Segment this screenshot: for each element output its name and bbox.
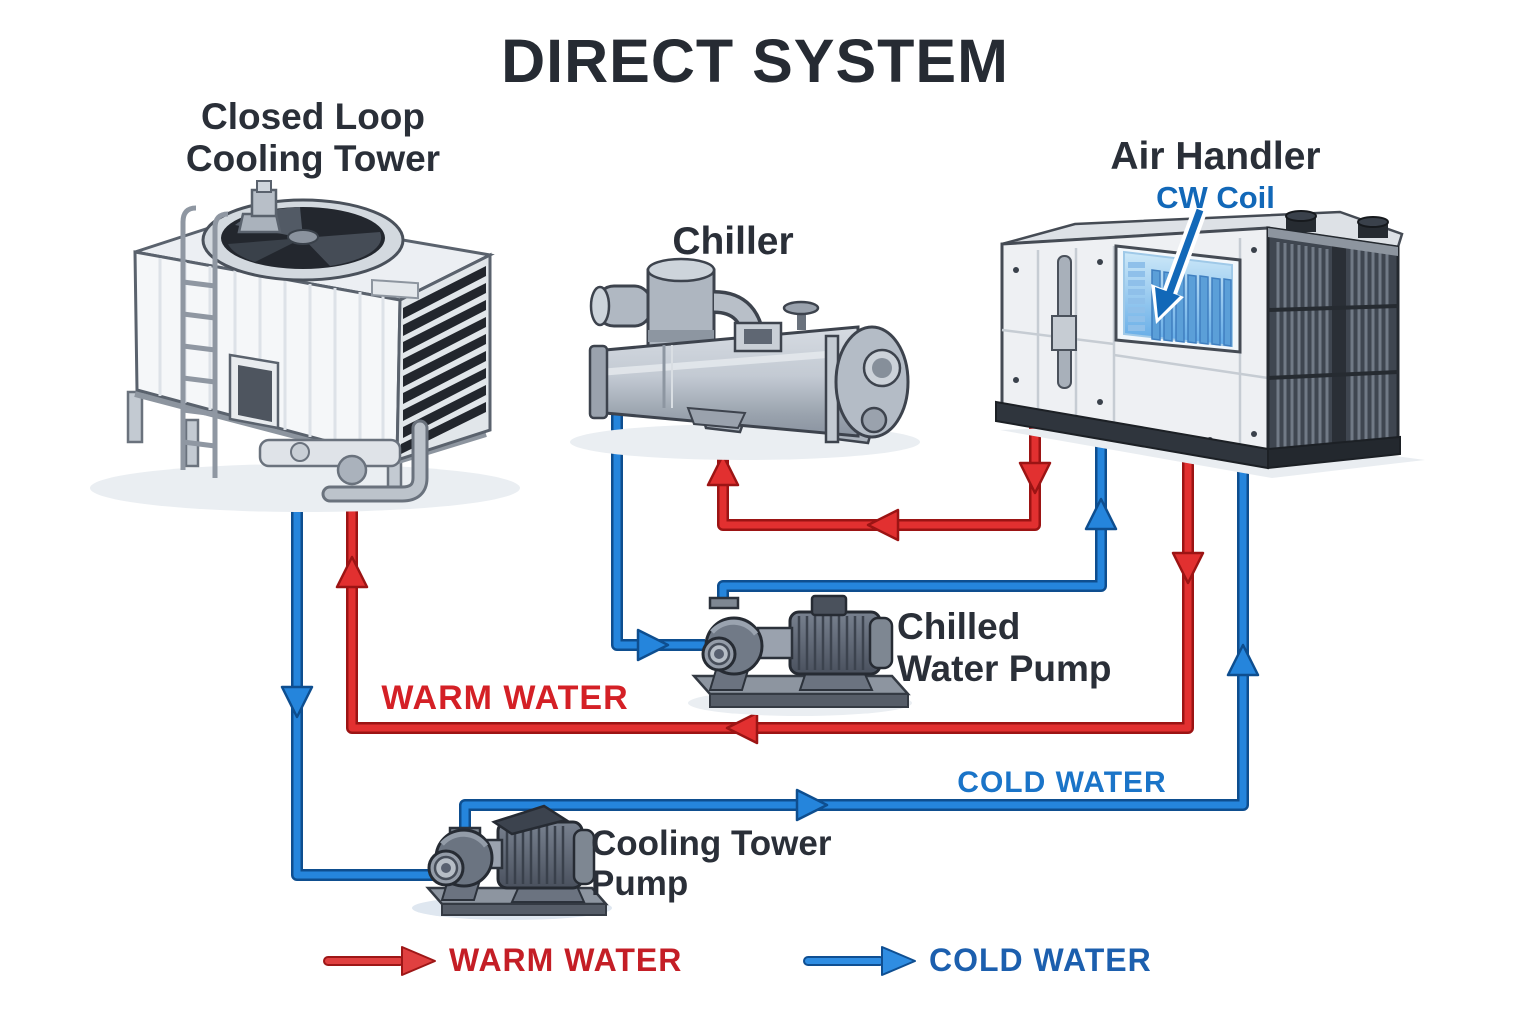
chiller-illustration [570,257,920,460]
tower-manifold [258,419,429,503]
chiller-control-panel [733,321,783,353]
flow-arrow-right-icon [636,628,670,662]
legend-cold-water: COLD WATER [801,942,1152,979]
chilled-water-pump-label: Chilled Water Pump [897,606,1111,690]
chiller-valve [782,300,820,330]
tower-access-door [228,353,280,430]
flow-arrow-down-icon [1171,551,1205,585]
chilled-water-pump-illustration [688,594,912,716]
tower-ladder [180,205,229,478]
air-handler-label: Air Handler [1110,135,1321,178]
chilled-water-pump-label-line2: Water Pump [897,648,1112,689]
flow-arrow-down-icon [1018,461,1052,495]
flow-arrow-up-icon [1226,643,1260,677]
legend-warm-water-label: WARM WATER [449,942,683,978]
air-handler-grille [1266,226,1400,454]
warm-pipe-air-handler-to-chiller [706,415,1052,542]
pump-motor [491,804,596,890]
legend-warm-water: WARM WATER [321,942,682,979]
cold-pipe-tower-to-pump [280,440,440,881]
pump-volute [701,596,764,676]
cooling-tower-pump-label-line2: Pump [591,864,689,903]
page-title: DIRECT SYSTEM [501,27,1009,95]
flow-arrow-right-icon [795,788,829,822]
cooling-tower-pump-illustration [412,804,612,920]
tower-fan-motor [237,180,282,234]
cw-coil-pointer-arrow [1151,207,1208,324]
flow-arrow-up-icon [335,555,369,589]
cooling-tower-label-line2: Cooling Tower [185,138,441,179]
chiller-motor [589,257,766,354]
cold-pipe-pump-to-air-handler [717,430,1118,606]
cooling-tower-label-line1: Closed Loop [200,96,426,137]
pump-volute [427,826,494,888]
flow-arrow-up-icon [706,453,740,487]
warm-pipe-air-handler-to-tower [335,446,1205,745]
flow-arrow-left-icon [866,508,900,542]
tower-louvers [395,252,492,463]
flow-arrow-up-icon [1084,497,1118,531]
flow-arrow-down-icon [280,685,314,719]
flow-arrow-left-icon [725,711,759,745]
air-handler-illustration [995,207,1425,478]
air-handler-roof-caps [1285,210,1389,238]
cw-coil-label: CW Coil [1156,180,1275,215]
cold-pipe-pump-to-air-handler-long [459,455,1260,836]
chiller-label: Chiller [672,220,794,263]
cooling-tower-pump-label-line1: Cooling Tower [591,824,832,863]
warm-water-arrow-icon [323,945,436,976]
tower-fan [201,198,405,282]
warm-water-line-label: WARM WATER [381,679,629,717]
chilled-water-pump-label-line1: Chilled [897,606,1021,647]
legend-cold-water-label: COLD WATER [929,942,1152,978]
warm-water-piping [335,415,1205,745]
cold-water-piping [280,408,1260,881]
pump-motor [788,594,894,676]
cold-water-arrow-icon [803,945,916,976]
cooling-tower-label: Closed Loop Cooling Tower [88,96,538,180]
cold-pipe-chiller-to-pump [611,408,705,662]
chiller-end-cap [824,325,910,444]
cooling-tower-pump-label: Cooling Tower Pump [591,824,831,904]
cold-water-line-label: COLD WATER [957,766,1167,799]
cooling-tower-illustration [90,180,520,512]
